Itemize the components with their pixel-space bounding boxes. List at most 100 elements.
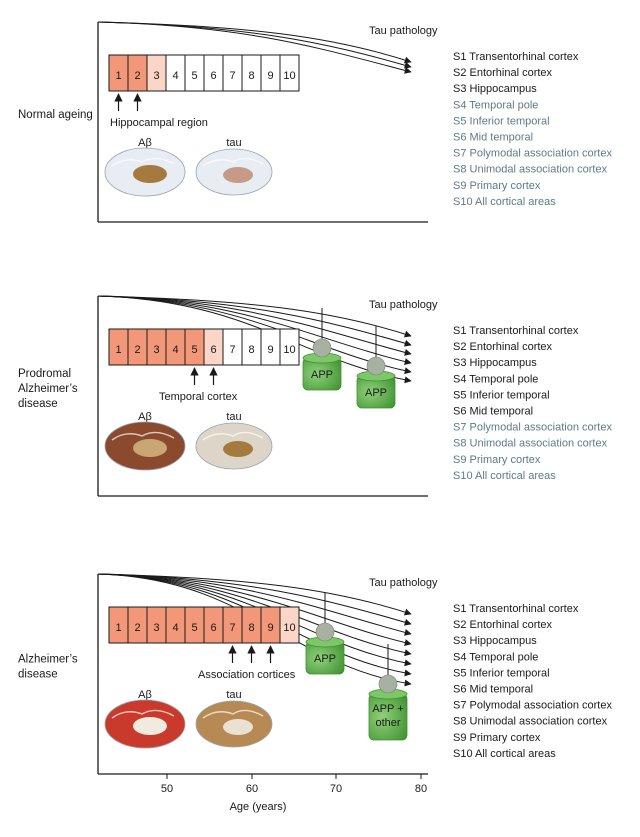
tau-brain-inner: [223, 441, 253, 457]
stage-label: S9 Primary cortex: [453, 732, 541, 744]
stage-box-number: 6: [210, 70, 216, 82]
stage-box-number: 5: [191, 70, 197, 82]
tau-brain-label: tau: [226, 689, 241, 701]
tau-brain-inner: [223, 167, 253, 183]
tau-curve: [97, 573, 412, 626]
stage-label: S8 Unimodal association cortex: [453, 438, 608, 450]
stage-label: S8 Unimodal association cortex: [453, 164, 608, 176]
x-tick-label: 60: [246, 783, 258, 795]
stage-label: S6 Mid temporal: [453, 684, 533, 696]
panel-normal: Normal ageing Tau pathology 1 2 3 4 5 6 7 8 9 10Hip…: [18, 21, 612, 223]
stage-label: S6 Mid temporal: [453, 132, 533, 144]
stage-box-number: 3: [153, 70, 159, 82]
stage-label: S1 Transentorhinal cortex: [453, 603, 579, 615]
stage-box-number: 10: [283, 70, 295, 82]
stage-box-number: 7: [229, 344, 235, 356]
panel-title-line: Alzheimer’s: [18, 383, 78, 395]
tau-curve: [97, 573, 412, 616]
stage-box-number: 4: [172, 622, 178, 634]
tau-pathology-label: Tau pathology: [369, 577, 438, 589]
panel-title-line: disease: [18, 398, 58, 410]
stage-label: S4 Temporal pole: [453, 99, 538, 111]
app-knob: [315, 622, 335, 642]
abeta-brain-gyri: [111, 709, 175, 719]
stage-box-number: 2: [134, 344, 140, 356]
tau-curve: [97, 21, 412, 74]
stage-box-number: 3: [153, 344, 159, 356]
stage-label: S3 Hippocampus: [453, 83, 537, 95]
tau-brain-gyri: [202, 157, 264, 167]
abeta-label: Aβ: [138, 689, 152, 701]
stage-label: S7 Polymodal association cortex: [453, 148, 612, 160]
stage-label: S1 Transentorhinal cortex: [453, 51, 579, 63]
stage-label: S5 Inferior temporal: [453, 115, 550, 127]
panel-title-line: disease: [18, 669, 58, 681]
stage-label: S3 Hippocampus: [453, 635, 537, 647]
stage-label: S4 Temporal pole: [453, 651, 538, 663]
stage-label: S2 Entorhinal cortex: [453, 67, 553, 79]
stage-box-number: 10: [283, 622, 295, 634]
stage-box-number: 5: [191, 622, 197, 634]
tau-brain-inner: [223, 719, 253, 735]
region-label: Temporal cortex: [159, 391, 238, 403]
stage-label: S9 Primary cortex: [453, 454, 541, 466]
stage-box: [279, 606, 300, 644]
x-axis-label: Age (years): [230, 801, 287, 813]
x-tick-label: 80: [415, 783, 427, 795]
stage-box-number: 10: [283, 344, 295, 356]
stage-label: S6 Mid temporal: [453, 406, 533, 418]
x-tick-label: 50: [161, 783, 173, 795]
tau-brain-gyri: [202, 431, 264, 441]
stage-box-number: 8: [248, 70, 254, 82]
abeta-label: Aβ: [138, 411, 152, 423]
stage-label: S7 Polymodal association cortex: [453, 422, 612, 434]
abeta-brain-gyri: [111, 157, 175, 167]
tau-brain-label: tau: [226, 137, 241, 149]
stage-box-number: 7: [229, 622, 235, 634]
stage-label: S8 Unimodal association cortex: [453, 716, 608, 728]
stage-box-number: 9: [267, 70, 273, 82]
stage-box-number: 4: [172, 70, 178, 82]
app-label: APP: [365, 387, 387, 399]
tau-brain-gyri: [202, 709, 264, 719]
stage-label: S1 Transentorhinal cortex: [453, 325, 579, 337]
region-label: Association cortices: [198, 669, 296, 681]
stage-box-number: 8: [248, 622, 254, 634]
stage-label: S10 All cortical areas: [453, 748, 556, 760]
stage-box-number: 4: [172, 344, 178, 356]
panel-title-line: Alzheimer’s: [18, 654, 78, 666]
stage-box-number: 7: [229, 70, 235, 82]
app-label: APP: [314, 653, 336, 665]
stage-box-number: 6: [210, 622, 216, 634]
stage-box-number: 1: [115, 622, 121, 634]
stage-box: [279, 328, 300, 366]
stage-label: S5 Inferior temporal: [453, 667, 550, 679]
stage-box-number: 2: [134, 622, 140, 634]
abeta-label: Aβ: [138, 137, 152, 149]
panel-title-line: Prodromal: [18, 368, 71, 380]
stage-label: S3 Hippocampus: [453, 357, 537, 369]
tau-curve: [97, 573, 412, 646]
stage-label: S2 Entorhinal cortex: [453, 619, 553, 631]
stage-box-number: 1: [115, 344, 121, 356]
stage-box-number: 2: [134, 70, 140, 82]
abeta-brain-inner: [133, 439, 167, 457]
region-label: Hippocampal region: [110, 117, 208, 129]
stage-label: S10 All cortical areas: [453, 470, 556, 482]
app-label: APP: [311, 369, 333, 381]
stage-box-number: 9: [267, 344, 273, 356]
tau-pathology-label: Tau pathology: [369, 25, 438, 37]
x-tick-label: 70: [330, 783, 342, 795]
app-label: other: [375, 717, 400, 729]
panel-title-line: Normal ageing: [18, 109, 93, 121]
tau-brain-label: tau: [226, 411, 241, 423]
stage-box-number: 8: [248, 344, 254, 356]
tau-pathology-label: Tau pathology: [369, 299, 438, 311]
stage-box-number: 1: [115, 70, 121, 82]
stage-box-number: 5: [191, 344, 197, 356]
abeta-brain-inner: [133, 717, 167, 735]
stage-label: S7 Polymodal association cortex: [453, 700, 612, 712]
